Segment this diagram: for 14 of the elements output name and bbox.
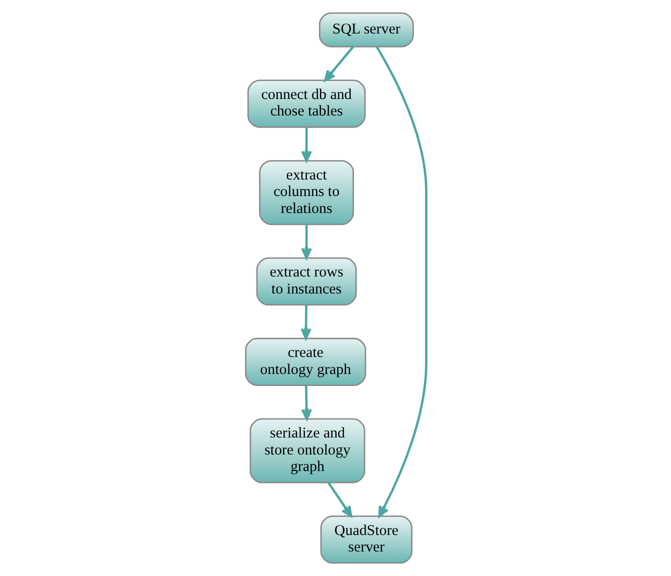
node-box: extract rows to instances (256, 257, 356, 306)
node-box: extract columns to relations (258, 160, 354, 226)
node-box: SQL server (318, 12, 414, 48)
arrow (300, 386, 312, 420)
arrow (300, 128, 312, 162)
node-box: serialize and store ontology graph (249, 418, 365, 484)
arrow (300, 305, 311, 340)
arrow (326, 482, 352, 518)
node-box: QuadStore server (320, 516, 412, 564)
arrow (300, 224, 312, 260)
arrow (324, 46, 354, 82)
arrow (375, 46, 427, 518)
node-box: create ontology graph (244, 338, 366, 386)
node-box: connect db and chose tables (246, 80, 366, 128)
